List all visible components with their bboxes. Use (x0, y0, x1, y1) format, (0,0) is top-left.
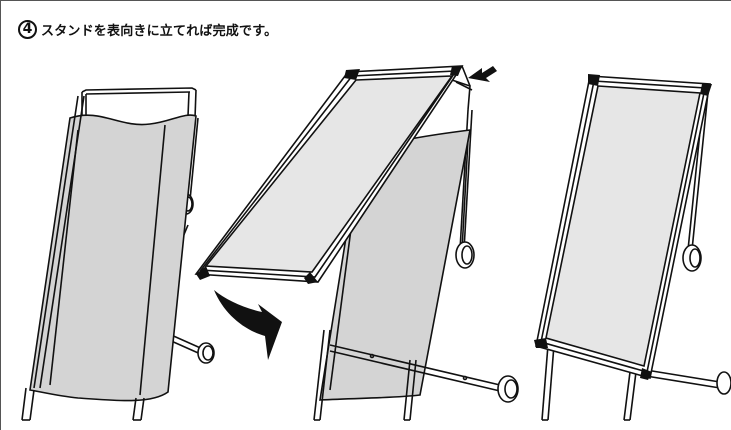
page-border-top (0, 0, 731, 1)
figure-stand-with-cloth (21, 87, 215, 421)
figure-stand-with-board-tilted (194, 65, 519, 421)
step-instruction: スタンドを表向きに立てれば完成です。 (41, 23, 278, 39)
arrow-left-icon (468, 66, 497, 82)
step-number-badge: 4 (18, 19, 37, 39)
curved-arrow-icon (214, 290, 282, 360)
figure-stand-complete (534, 74, 731, 421)
step-header: 4 スタンドを表向きに立てれば完成です。 (18, 17, 277, 41)
page-border-left (0, 0, 1, 430)
